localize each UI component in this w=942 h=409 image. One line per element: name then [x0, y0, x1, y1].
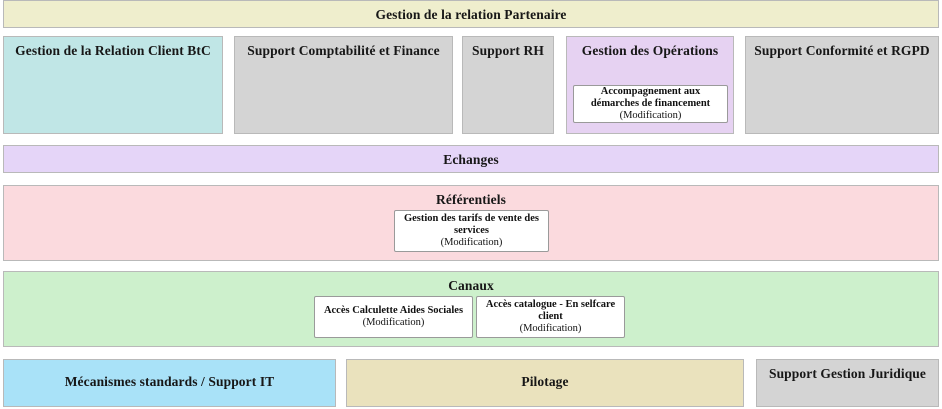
band-gestion-relation-partenaire[interactable]: Gestion de la relation Partenaire: [3, 0, 939, 28]
leaf-card-status: (Modification): [440, 236, 503, 248]
leaf-card-acces-calculette-aides-sociales[interactable]: Accès Calculette Aides Sociales (Modific…: [314, 296, 473, 338]
band-title: Echanges: [443, 152, 499, 167]
support-title: Support Gestion Juridique: [768, 366, 927, 381]
band-title: Gestion de la relation Partenaire: [375, 7, 567, 22]
capability-support-rh[interactable]: Support RH: [462, 36, 554, 134]
support-pilotage[interactable]: Pilotage: [346, 359, 744, 407]
leaf-card-gestion-tarifs-vente-services[interactable]: Gestion des tarifs de vente des services…: [394, 210, 549, 252]
leaf-card-label: Gestion des tarifs de vente des services: [403, 212, 540, 236]
leaf-card-label: Accès catalogue - En selfcare client: [485, 298, 616, 322]
capability-gestion-relation-client-btc[interactable]: Gestion de la Relation Client BtC: [3, 36, 223, 134]
leaf-card-acces-catalogue-selfcare-client[interactable]: Accès catalogue - En selfcare client (Mo…: [476, 296, 625, 338]
capability-title: Gestion des Opérations: [581, 43, 719, 58]
capability-support-comptabilite-finance[interactable]: Support Comptabilité et Finance: [234, 36, 453, 134]
capability-title: Gestion de la Relation Client BtC: [15, 43, 211, 58]
band-referentiels[interactable]: Référentiels Gestion des tarifs de vente…: [3, 185, 939, 261]
leaf-card-label: Accompagnement aux démarches de financem…: [590, 85, 711, 109]
leaf-card-status: (Modification): [362, 316, 425, 328]
leaf-card-status: (Modification): [519, 322, 582, 334]
capability-support-conformite-rgpd[interactable]: Support Conformité et RGPD: [745, 36, 939, 134]
capability-title: Support RH: [472, 43, 544, 58]
capability-gestion-des-operations[interactable]: Gestion des Opérations Accompagnement au…: [566, 36, 734, 134]
band-title: Référentiels: [436, 192, 506, 207]
capability-title: Support Conformité et RGPD: [754, 43, 930, 58]
band-title: Canaux: [448, 278, 494, 293]
support-gestion-juridique[interactable]: Support Gestion Juridique: [756, 359, 939, 407]
band-canaux[interactable]: Canaux Accès Calculette Aides Sociales (…: [3, 271, 939, 347]
leaf-card-status: (Modification): [619, 109, 682, 121]
band-echanges[interactable]: Echanges: [3, 145, 939, 173]
support-title: Mécanismes standards / Support IT: [64, 374, 275, 389]
support-mecanismes-standards-support-it[interactable]: Mécanismes standards / Support IT: [3, 359, 336, 407]
leaf-card-label: Accès Calculette Aides Sociales: [323, 304, 464, 316]
capability-title: Support Comptabilité et Finance: [247, 43, 440, 58]
support-title: Pilotage: [521, 374, 569, 389]
leaf-card-accompagnement-financement[interactable]: Accompagnement aux démarches de financem…: [573, 85, 728, 123]
